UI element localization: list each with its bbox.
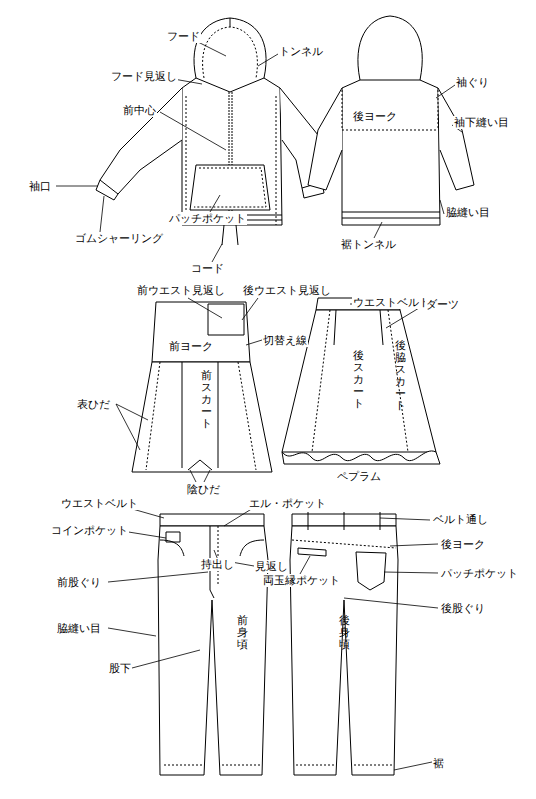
part-label: ダーツ — [425, 298, 460, 311]
pants-front — [158, 514, 268, 775]
part-label: 袖下縫い目 — [453, 116, 510, 129]
part-label: 前身頃 — [236, 615, 249, 651]
part-label: 股下 — [108, 662, 132, 675]
part-label: 表ひだ — [76, 398, 111, 411]
part-label: エル・ポケット — [248, 497, 327, 510]
part-label: 陰ひだ — [186, 483, 221, 496]
hoodie-back — [308, 16, 474, 225]
part-label: 後ウエスト見返し — [242, 284, 332, 297]
part-label: 後股ぐり — [440, 602, 486, 615]
part-label: 裾トンネル — [340, 238, 397, 251]
part-label: 後身頃 — [338, 615, 351, 651]
part-label: 持出し — [200, 558, 235, 571]
part-label: 見返し — [254, 560, 289, 573]
part-label: フード — [166, 30, 201, 43]
skirt-front — [132, 302, 272, 472]
part-label: 後脇スカート — [394, 340, 407, 413]
part-label: 後ヨーク — [440, 538, 486, 551]
part-label: コード — [190, 262, 225, 275]
part-label: ベルト通し — [432, 513, 489, 526]
part-label: 後スカート — [352, 350, 365, 410]
part-label: 前スカート — [200, 370, 213, 430]
part-label: 前股ぐり — [56, 576, 102, 589]
part-label: トンネル — [278, 45, 324, 58]
part-label: 脇縫い目 — [445, 206, 491, 219]
pants-back — [290, 512, 398, 775]
part-label: 後ヨーク — [352, 110, 398, 123]
leader-lines — [56, 38, 462, 770]
part-label: パッチポケット — [440, 567, 519, 580]
part-label: 前中心 — [122, 104, 157, 117]
hoodie-front — [96, 18, 324, 245]
part-label: 前ヨーク — [168, 340, 214, 353]
part-label: 切替え線 — [262, 334, 308, 347]
part-label: ウエストベルト — [352, 296, 431, 309]
part-label: 袖ぐり — [455, 76, 490, 89]
part-label: 両玉縁ポケット — [262, 574, 341, 587]
skirt-back — [282, 298, 440, 464]
part-label: 前ウエスト見返し — [136, 284, 226, 297]
part-label: パッチポケット — [168, 212, 247, 225]
part-label: 袖口 — [28, 180, 52, 193]
part-label: フード見返し — [110, 70, 178, 83]
part-label: 裾 — [432, 757, 445, 770]
part-label: コインポケット — [50, 524, 129, 537]
part-label: ゴムシャーリング — [74, 232, 164, 245]
part-label: ペプラム — [336, 470, 382, 483]
part-label: ウエストベルト — [60, 497, 139, 510]
part-label: 脇縫い目 — [56, 622, 102, 635]
